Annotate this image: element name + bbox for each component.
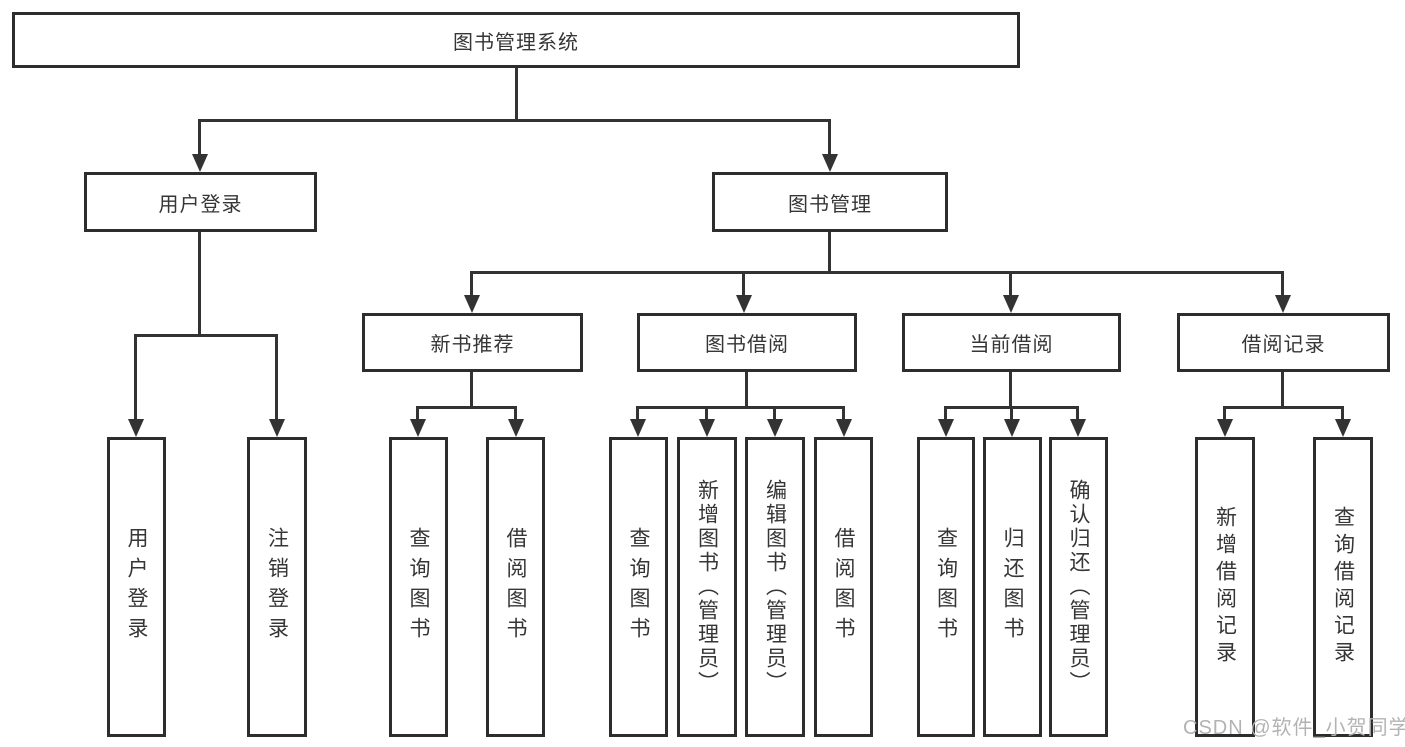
arrow-down: [736, 295, 752, 313]
leaf-query-borrow-record: 查询借阅记录: [1313, 437, 1373, 737]
connector-line: [745, 372, 748, 409]
node-new-book-recommendation: 新书推荐: [362, 313, 583, 372]
connector-line: [416, 406, 419, 421]
connector-line: [1223, 406, 1344, 409]
leaf-borrow-books-recommend: 借阅图书: [486, 437, 545, 737]
connector-line: [198, 119, 831, 122]
node-book-management: 图书管理: [712, 172, 948, 232]
connector-line: [416, 406, 517, 409]
arrow-down: [699, 419, 715, 437]
connector-line: [1281, 271, 1284, 297]
connector-line: [1010, 406, 1013, 421]
node-book-borrowing: 图书借阅: [637, 313, 857, 372]
leaf-logout: 注销登录: [247, 437, 307, 737]
watermark: CSDN @软件_小贺同学: [1183, 717, 1405, 739]
node-library-management-system: 图书管理系统: [12, 12, 1020, 68]
leaf-query-books-recommend: 查询图书: [389, 437, 448, 737]
arrow-down: [1004, 419, 1020, 437]
connector-line: [470, 271, 1284, 274]
arrow-down: [464, 295, 480, 313]
arrow-down: [269, 419, 285, 437]
leaf-query-books-current: 查询图书: [917, 437, 975, 737]
connector-line: [1009, 372, 1012, 409]
leaf-borrow-books-borrow: 借阅图书: [814, 437, 873, 737]
connector-line: [742, 271, 745, 297]
leaf-confirm-return-admin: 确认归还（管理员）: [1049, 437, 1108, 737]
node-user-login: 用户登录: [84, 172, 317, 232]
connector-line: [198, 119, 201, 157]
connector-line: [515, 68, 518, 120]
connector-line: [773, 406, 776, 421]
arrow-down: [508, 419, 524, 437]
arrow-down: [630, 419, 646, 437]
arrow-down: [767, 419, 783, 437]
connector-line: [470, 372, 473, 409]
arrow-down: [1275, 295, 1291, 313]
arrow-down: [128, 419, 144, 437]
arrow-down: [938, 419, 954, 437]
leaf-return-book: 归还图书: [983, 437, 1042, 737]
arrow-down: [1003, 295, 1019, 313]
connector-line: [828, 119, 831, 157]
node-borrowing-records: 借阅记录: [1177, 313, 1390, 372]
arrow-down: [1070, 419, 1086, 437]
arrow-down: [192, 154, 208, 172]
connector-line: [1076, 406, 1079, 421]
arrow-down: [836, 419, 852, 437]
connector-line: [198, 232, 201, 335]
connector-line: [636, 406, 639, 421]
leaf-query-books-borrow: 查询图书: [609, 437, 668, 737]
connector-line: [636, 406, 845, 409]
node-current-borrowing: 当前借阅: [902, 313, 1121, 372]
connector-line: [1223, 406, 1226, 421]
connector-line: [1341, 406, 1344, 421]
connector-line: [842, 406, 845, 421]
connector-line: [470, 271, 473, 297]
leaf-add-borrow-record: 新增借阅记录: [1195, 437, 1255, 737]
arrow-down: [1217, 419, 1233, 437]
connector-line: [514, 406, 517, 421]
connector-line: [134, 334, 278, 337]
leaf-edit-book-admin: 编辑图书（管理员）: [745, 437, 805, 737]
connector-line: [1281, 372, 1284, 409]
connector-line: [1009, 271, 1012, 297]
connector-line: [275, 334, 278, 420]
connector-line: [705, 406, 708, 421]
leaf-add-book-admin: 新增图书（管理员）: [677, 437, 737, 737]
leaf-user-login: 用户登录: [107, 437, 166, 737]
connector-line: [134, 334, 137, 420]
connector-line: [944, 406, 947, 421]
arrow-down: [1335, 419, 1351, 437]
connector-line: [828, 232, 831, 273]
arrow-down: [410, 419, 426, 437]
arrow-down: [822, 154, 838, 172]
